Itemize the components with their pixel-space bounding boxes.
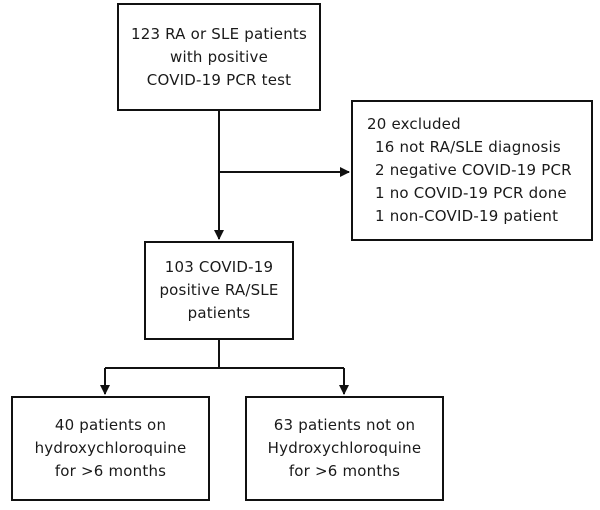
hcq-group-line-1: 40 patients on: [54, 416, 167, 434]
excluded-reason: 2 negative COVID-19 PCR: [375, 161, 572, 179]
hcq-group-line-3: for >6 months: [54, 462, 167, 480]
enrolled-line-1: 123 RA or SLE patients: [130, 24, 308, 43]
included-line-3: patients: [187, 304, 251, 322]
non-hcq-group-line-3: for >6 months: [288, 462, 401, 480]
hcq-group-box: 40 patients on hydroxychloroquine for >6…: [11, 396, 210, 501]
included-line-2: positive RA/SLE: [159, 281, 279, 299]
enrolled-line-3: COVID-19 PCR test: [146, 70, 292, 89]
non-hcq-group-line-2: Hydroxychloroquine: [267, 439, 422, 457]
excluded-reason: 16 not RA/SLE diagnosis: [375, 138, 561, 156]
enrolled-line-2: with positive: [169, 47, 269, 66]
excluded-reason: 1 no COVID-19 PCR done: [375, 184, 567, 202]
non-hcq-group-line-1: 63 patients not on: [273, 416, 416, 434]
hcq-group-line-2: hydroxychloroquine: [34, 439, 187, 457]
excluded-patients-box: 20 excluded 16 not RA/SLE diagnosis 2 ne…: [351, 100, 593, 241]
included-patients-box: 103 COVID-19 positive RA/SLE patients: [144, 241, 294, 340]
non-hcq-group-box: 63 patients not on Hydroxychloroquine fo…: [245, 396, 444, 501]
excluded-reason: 1 non-COVID-19 patient: [375, 207, 559, 225]
enrolled-patients-box: 123 RA or SLE patients with positive COV…: [117, 3, 321, 111]
included-line-1: 103 COVID-19: [164, 258, 274, 276]
excluded-title: 20 excluded: [367, 115, 461, 133]
